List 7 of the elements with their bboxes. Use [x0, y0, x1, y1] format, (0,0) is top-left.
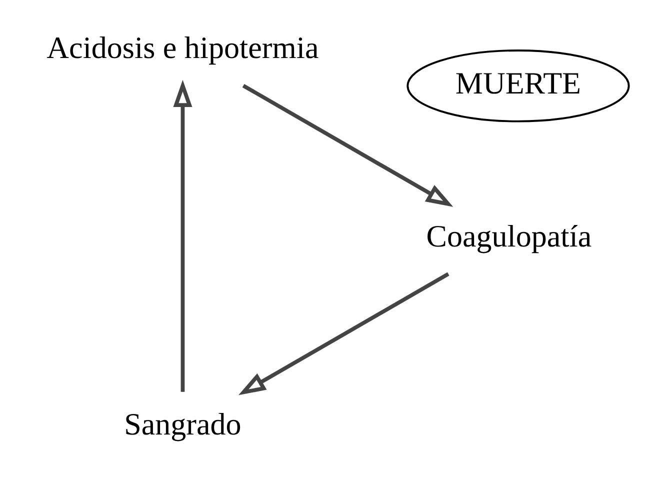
node-text: Sangrado — [124, 406, 242, 442]
node-text: Coagulopatía — [426, 218, 592, 254]
arrow — [238, 272, 450, 396]
arrow — [242, 84, 454, 207]
arrow — [173, 80, 192, 392]
node-text: Acidosis e hipotermia — [46, 30, 319, 66]
node-ellipse: MUERTE — [406, 50, 630, 122]
